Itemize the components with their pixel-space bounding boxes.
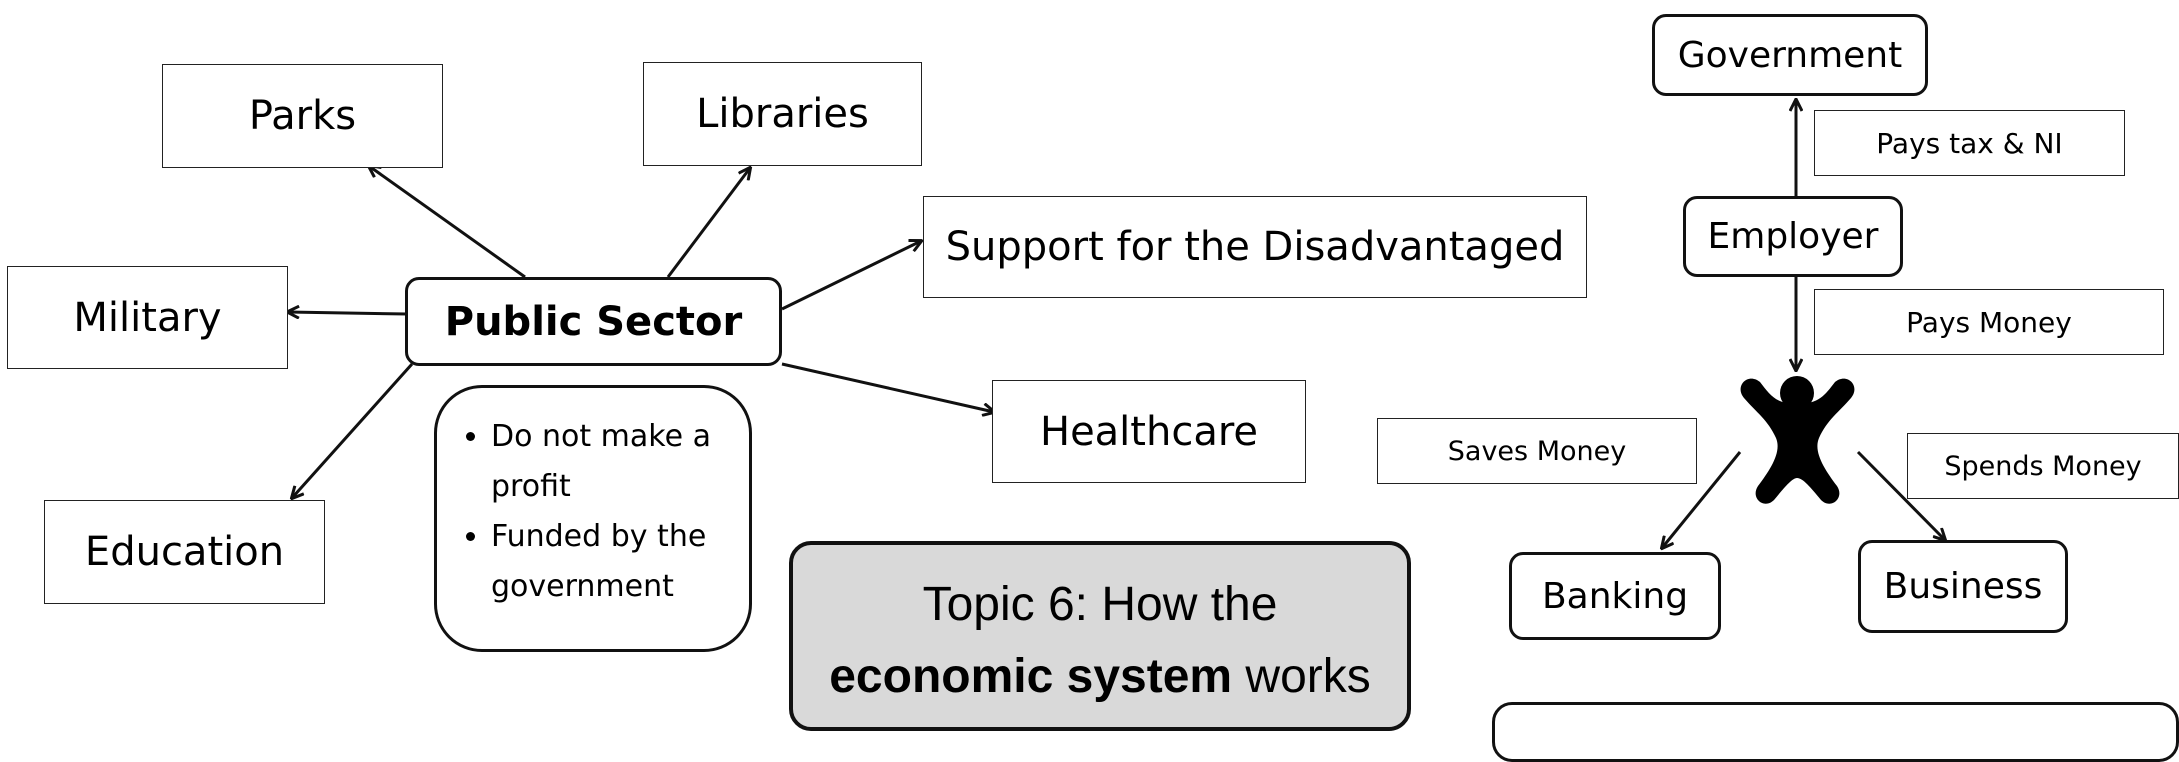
pays-money-label: Pays Money: [1906, 305, 2072, 339]
healthcare-box: Healthcare: [992, 380, 1306, 483]
banking-label: Banking: [1541, 575, 1689, 617]
topic-line-1: Topic 6: How the: [922, 578, 1278, 631]
healthcare-label: Healthcare: [1039, 408, 1259, 455]
public-sector-box: Public Sector: [405, 277, 782, 366]
person-icon: [1740, 376, 1855, 504]
arrow-to-education: [292, 362, 414, 498]
note-item: Funded by the government: [491, 512, 727, 612]
topic-title-box: Topic 6: How the economic system works: [789, 541, 1411, 731]
pays-money-box: Pays Money: [1814, 289, 2164, 355]
support-box: Support for the Disadvantaged: [923, 196, 1587, 298]
connector-arrows: [0, 0, 2179, 733]
bottom-panel: [1492, 702, 2179, 762]
libraries-box: Libraries: [643, 62, 922, 166]
government-box: Government: [1652, 14, 1928, 96]
military-box: Military: [7, 266, 288, 369]
arrow-to-business: [1856, 450, 1945, 540]
business-box: Business: [1858, 540, 2068, 633]
employer-box: Employer: [1683, 196, 1903, 277]
pays-tax-box: Pays tax & NI: [1814, 110, 2125, 176]
business-label: Business: [1883, 566, 2043, 607]
education-label: Education: [84, 529, 285, 575]
military-label: Military: [73, 294, 222, 341]
arrow-to-healthcare: [781, 362, 994, 412]
topic-line-2: economic system works: [793, 641, 1407, 713]
spends-money-box: Spends Money: [1907, 433, 2179, 499]
parks-label: Parks: [248, 93, 357, 139]
topic-rest: works: [1232, 650, 1371, 703]
public-sector-label: Public Sector: [444, 298, 743, 345]
saves-money-box: Saves Money: [1377, 418, 1697, 484]
pays-tax-label: Pays tax & NI: [1876, 126, 2063, 160]
libraries-label: Libraries: [696, 91, 869, 137]
saves-money-label: Saves Money: [1447, 435, 1627, 467]
parks-box: Parks: [162, 64, 443, 168]
employer-label: Employer: [1707, 216, 1879, 257]
arrow-to-libraries: [666, 168, 750, 278]
support-label: Support for the Disadvantaged: [945, 224, 1565, 270]
spends-money-label: Spends Money: [1944, 450, 2142, 482]
arrow-to-support: [781, 241, 921, 311]
arrow-to-banking: [1662, 451, 1742, 548]
government-label: Government: [1677, 34, 1903, 76]
banking-box: Banking: [1509, 552, 1721, 640]
arrow-to-military: [288, 312, 408, 314]
note-item: Do not make a profit: [491, 412, 727, 512]
topic-bold: economic system: [829, 650, 1233, 703]
arrow-to-parks: [369, 166, 526, 279]
public-sector-notes: Do not make a profit Funded by the gover…: [434, 385, 752, 652]
education-box: Education: [44, 500, 325, 604]
